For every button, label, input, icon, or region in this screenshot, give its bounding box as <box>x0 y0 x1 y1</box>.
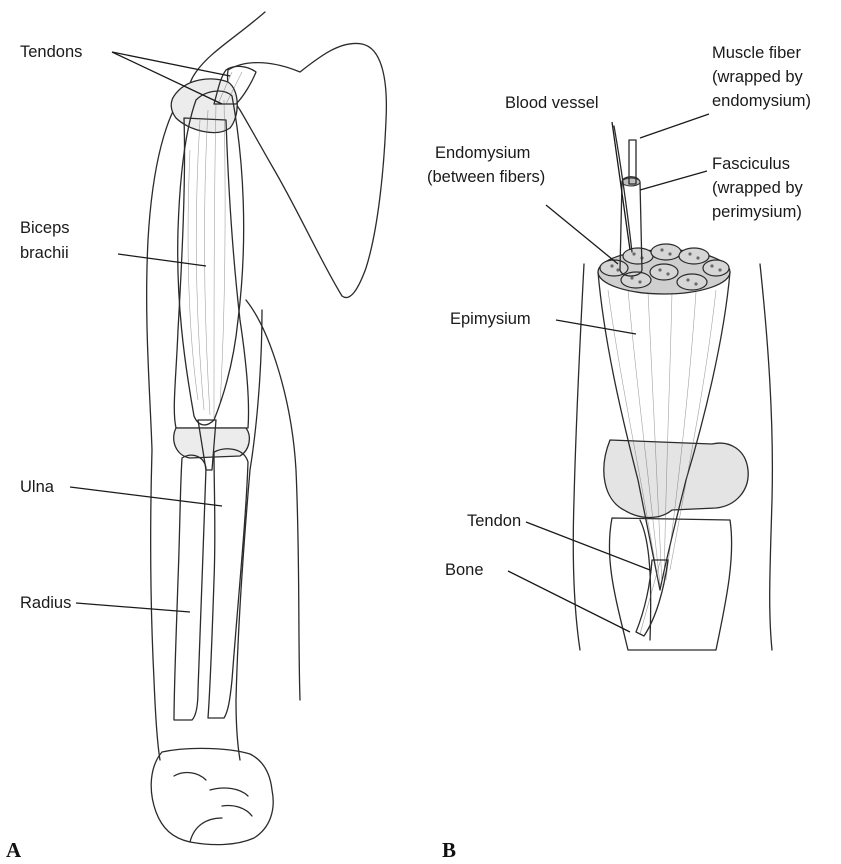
label-fasciculus-line2: (wrapped by <box>712 179 804 197</box>
panel-label-a: A <box>6 838 22 862</box>
label-blood-vessel: Blood vessel <box>505 94 599 112</box>
label-fasciculus-line1: Fasciculus <box>712 155 790 173</box>
tendon-strand <box>636 560 668 636</box>
biceps-fibers <box>188 100 225 418</box>
label-epimysium: Epimysium <box>450 310 531 328</box>
elbow-joint <box>174 428 250 458</box>
label-tendons: Tendons <box>20 43 82 61</box>
label-ulna: Ulna <box>20 478 55 496</box>
panel-a-figure <box>147 12 387 845</box>
label-tendon: Tendon <box>467 512 521 530</box>
humeral-head <box>171 79 237 133</box>
fist <box>151 748 273 844</box>
joint-bone-b <box>604 440 748 518</box>
label-biceps-line1: Biceps <box>20 219 70 237</box>
label-radius: Radius <box>20 594 71 612</box>
label-fasciculus-line3: perimysium) <box>712 203 802 221</box>
label-biceps-line2: brachii <box>20 244 69 262</box>
label-muscle-fiber-line2: (wrapped by <box>712 68 804 86</box>
label-endomysium-line1: Endomysium <box>435 144 530 162</box>
label-bone: Bone <box>445 561 484 579</box>
epimysium-fibers <box>608 290 716 585</box>
panel-label-b: B <box>442 838 456 862</box>
radius-bone <box>174 455 206 720</box>
label-muscle-fiber-line3: endomysium) <box>712 92 811 110</box>
label-endomysium-line2: (between fibers) <box>427 168 545 186</box>
back-outline <box>246 300 300 700</box>
limb-outline-b-right <box>760 264 772 650</box>
label-muscle-fiber-line1: Muscle fiber <box>712 44 801 62</box>
humerus <box>174 118 248 428</box>
limb-outline-b <box>573 264 584 650</box>
leader-lines <box>70 52 709 632</box>
epimysium-muscle <box>598 250 730 590</box>
arm-outline <box>147 86 262 760</box>
